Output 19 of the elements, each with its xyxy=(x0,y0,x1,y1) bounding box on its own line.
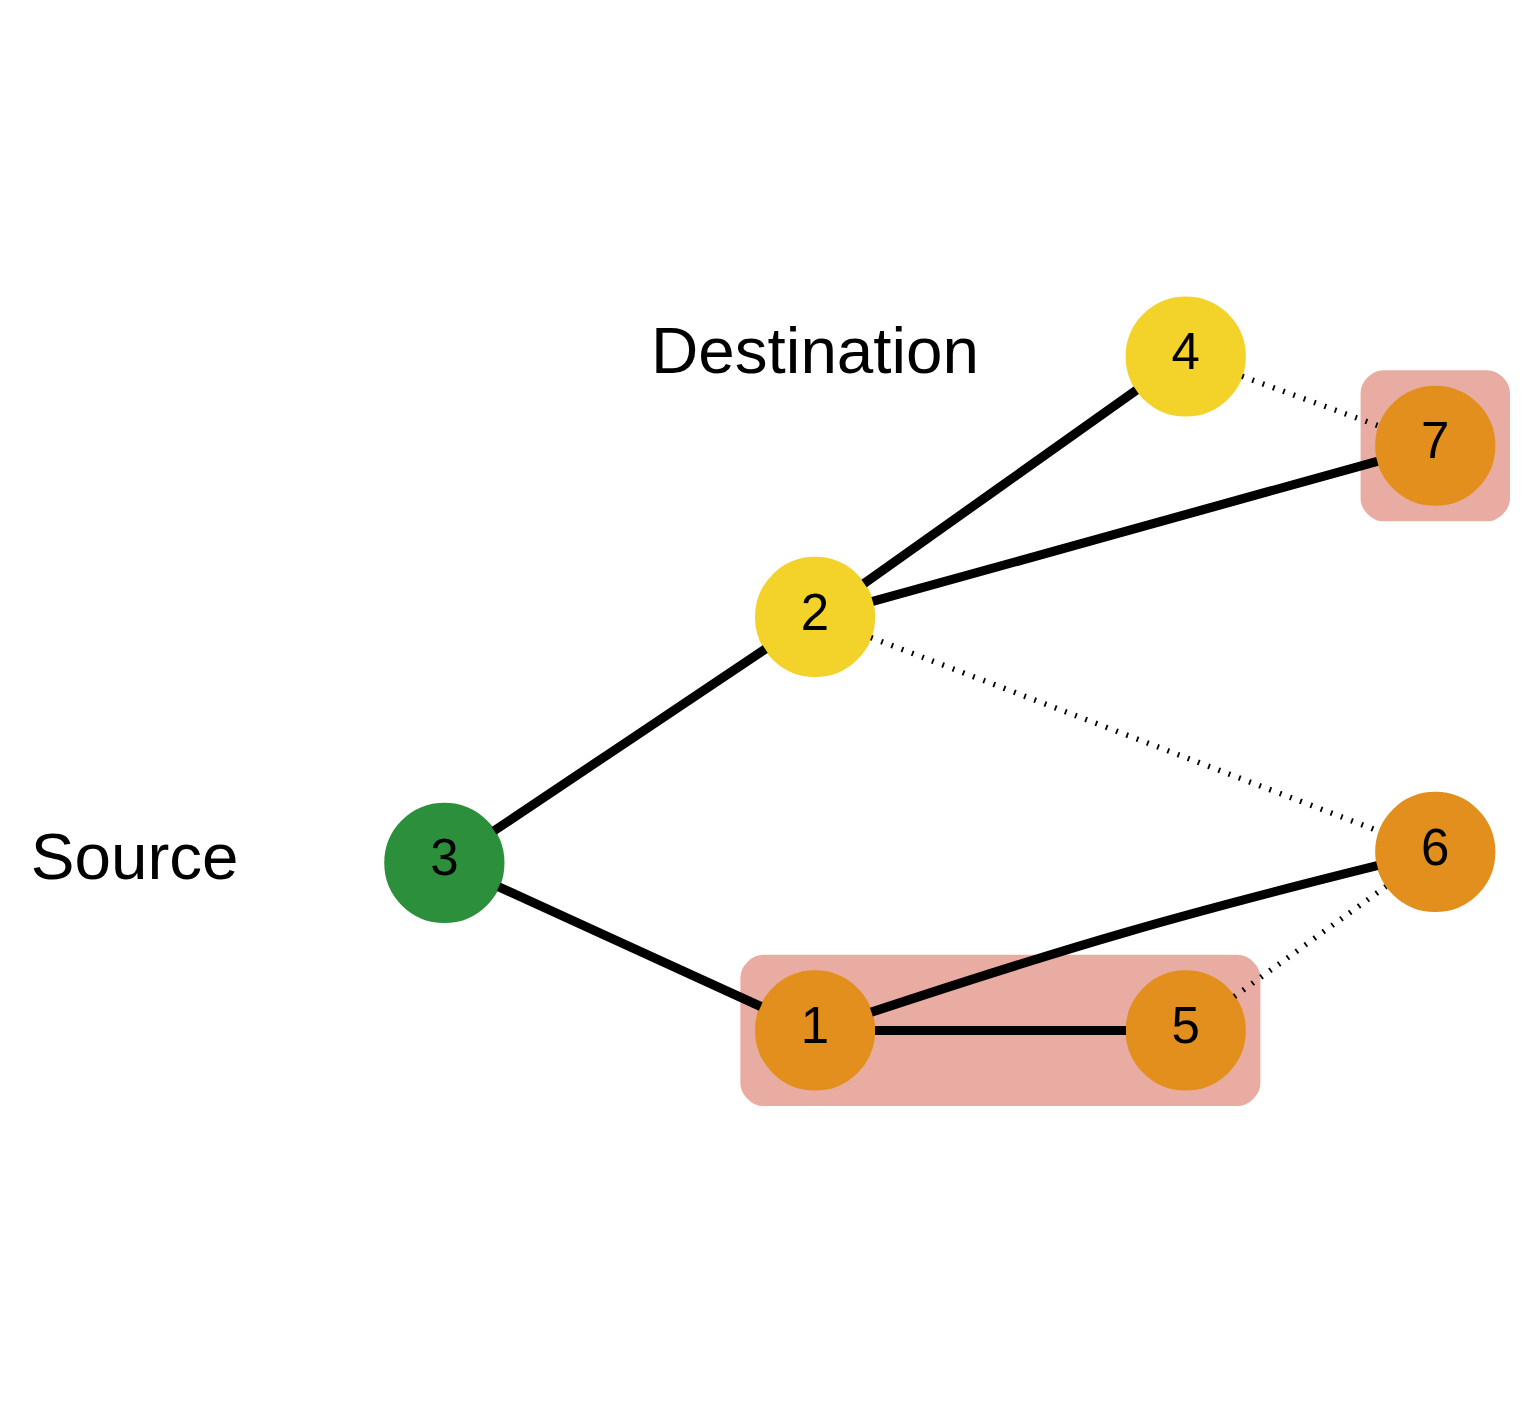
node-circle: 7 xyxy=(1375,385,1496,506)
connector xyxy=(870,860,1379,1016)
cluster xyxy=(1360,369,1510,521)
connector xyxy=(496,882,763,1011)
connector xyxy=(1232,883,1388,999)
node-circle: 5 xyxy=(1125,969,1246,1091)
node-circle: 2 xyxy=(754,556,876,677)
connector xyxy=(491,644,768,834)
connector xyxy=(871,456,1379,606)
node-circle: 4 xyxy=(1125,295,1246,417)
node-label: Destination xyxy=(651,313,980,387)
node-label: Source xyxy=(30,819,239,893)
cluster xyxy=(740,954,1261,1106)
node-circle: 1 xyxy=(754,969,876,1091)
connector xyxy=(875,1025,1126,1035)
connector xyxy=(861,386,1139,587)
connector xyxy=(1241,373,1380,429)
node-circle: 6 xyxy=(1375,791,1496,912)
node-circle: 3 xyxy=(384,802,505,923)
